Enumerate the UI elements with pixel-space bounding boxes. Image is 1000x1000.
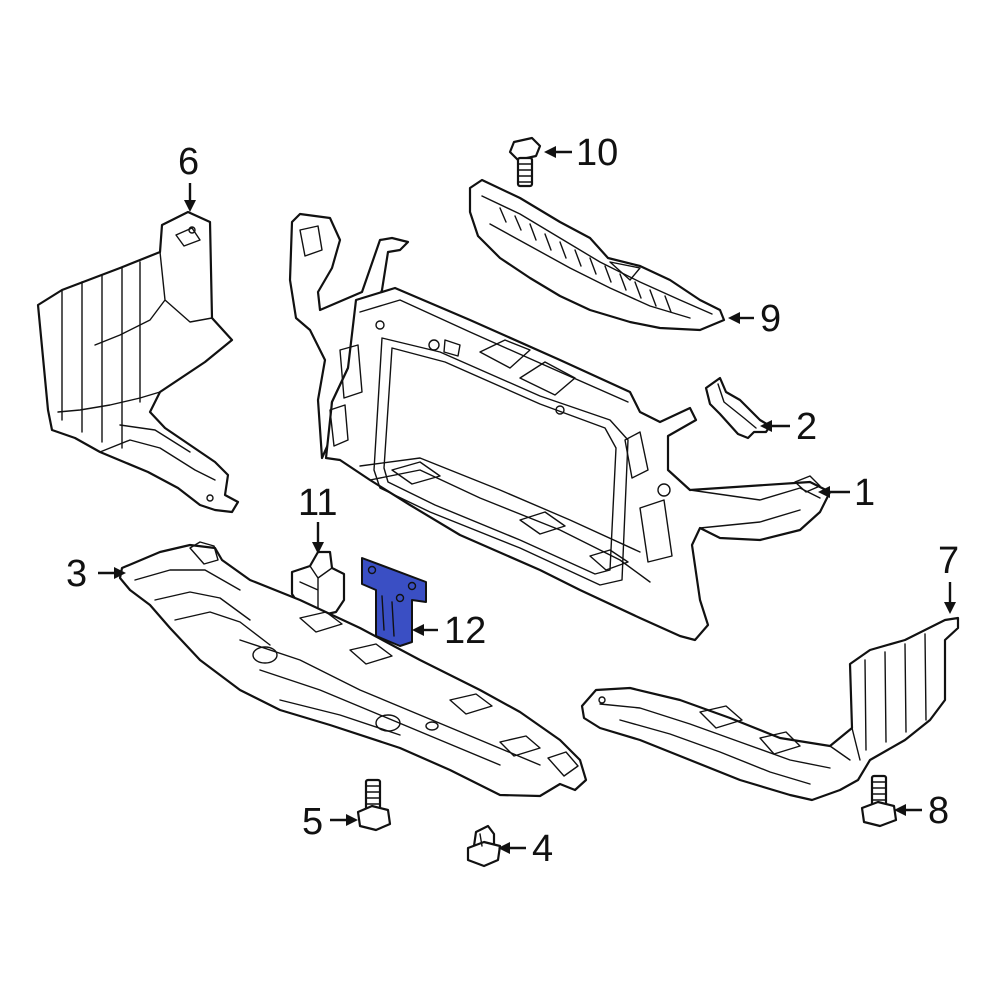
callout-label-1[interactable]: 1 [854, 472, 875, 514]
part-12-reinforcement-plate[interactable] [361, 557, 427, 647]
arrow-1 [818, 486, 830, 498]
arrow-7 [944, 602, 956, 614]
part-9-upper-air-guide[interactable] [468, 178, 726, 332]
callout-label-3[interactable]: 3 [66, 553, 87, 595]
callout-label-11[interactable]: 11 [298, 482, 337, 524]
callout-label-5[interactable]: 5 [302, 801, 323, 843]
part-4-clip[interactable] [466, 824, 502, 868]
callout-label-4[interactable]: 4 [532, 828, 553, 870]
callout-label-7[interactable]: 7 [938, 540, 959, 582]
arrow-10 [544, 146, 556, 158]
callout-label-2[interactable]: 2 [796, 406, 817, 448]
part-1-radiator-support[interactable] [288, 212, 832, 642]
part-3-front-lower-shield[interactable] [118, 541, 588, 798]
arrow-12 [412, 624, 424, 636]
arrow-11 [312, 542, 324, 554]
arrow-2 [760, 420, 772, 432]
part-6-left-side-shield[interactable] [36, 210, 240, 514]
part-7-right-side-shield[interactable] [580, 616, 960, 802]
callout-label-12[interactable]: 12 [444, 610, 486, 652]
arrow-3 [114, 567, 126, 579]
part-10-bolt-top[interactable] [508, 136, 542, 188]
callout-label-10[interactable]: 10 [576, 132, 618, 174]
arrow-4 [498, 842, 510, 854]
arrow-8 [894, 804, 906, 816]
callout-labels: 1 2 3 4 5 6 7 8 9 10 11 12 [66, 132, 959, 870]
arrow-9 [728, 312, 740, 324]
part-8-bolt-right[interactable] [860, 774, 898, 828]
callout-label-6[interactable]: 6 [178, 141, 199, 183]
callout-label-9[interactable]: 9 [760, 298, 781, 340]
part-5-bolt-left[interactable] [356, 778, 392, 832]
callout-leaders [98, 146, 956, 854]
arrow-6 [184, 200, 196, 212]
arrow-5 [346, 814, 358, 826]
part-2-bracket[interactable] [704, 376, 772, 440]
callout-label-8[interactable]: 8 [928, 790, 949, 832]
